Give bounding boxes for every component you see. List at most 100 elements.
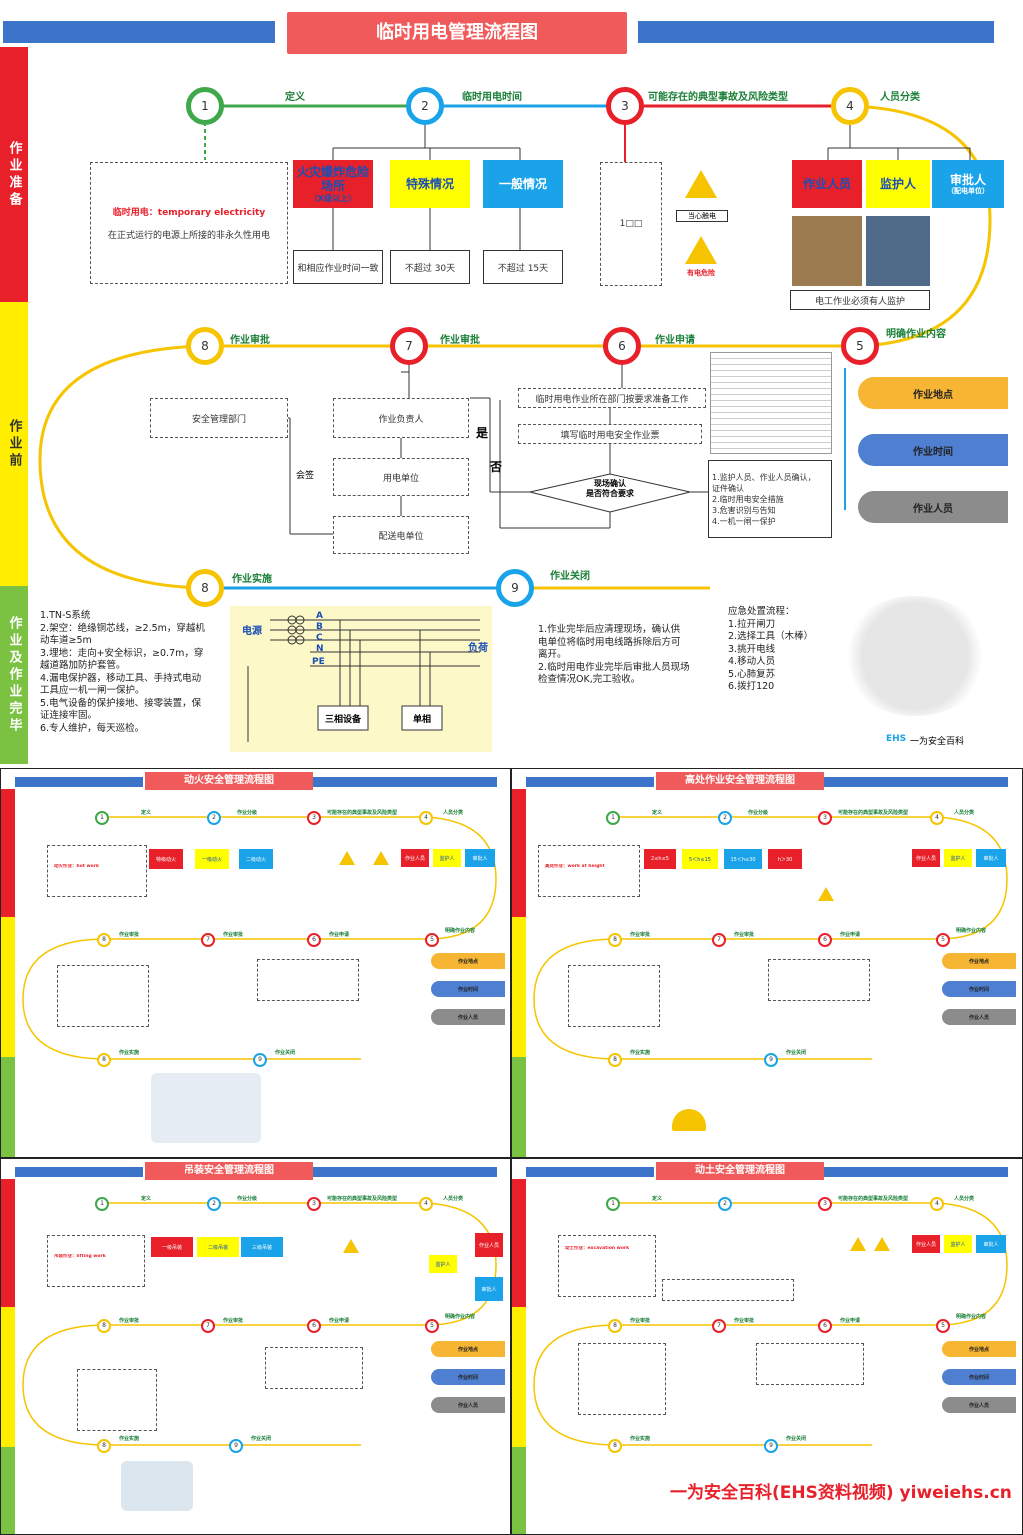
mini-step-7-label: 作业审批	[734, 932, 755, 938]
implementation-text: 1.TN-S系统 2.架空：绝缘铜芯线，≥2.5m，穿越机 动车道≥5m 3.埋…	[40, 610, 205, 734]
step-4-circle: 4	[831, 87, 869, 125]
step-1-circle: 1	[186, 87, 224, 125]
mini-item-2: 作业时间	[431, 1369, 505, 1385]
header-bar-left	[3, 21, 275, 43]
mini-definition-term: 动土作业：excavation work	[565, 1246, 630, 1251]
mini-step-8-label: 作业审批	[630, 932, 651, 938]
mini-person-1: 作业人员	[475, 1233, 503, 1257]
countersign-label: 会签	[296, 471, 315, 481]
mini-step-4-label: 人员分类	[443, 810, 464, 816]
approve-power-user: 用电单位	[333, 458, 469, 496]
emergency-text: 应急处置流程： 1.拉开闸刀 2.选择工具（木棒） 3.挑开电线 4.移动人员 …	[728, 606, 814, 693]
watermark: 一为安全百科(EHS资料视频) yiweiehs.cn	[670, 1483, 1012, 1503]
content-item-time: 作业时间	[858, 434, 1008, 466]
mini-step-9: 8	[97, 1053, 111, 1067]
approve-work-leader: 作业负责人	[333, 398, 469, 438]
apply-box-prepare: 临时用电作业所在部门按要求准备工作	[518, 388, 706, 408]
circuit-line-n: N	[316, 644, 324, 654]
mini-step-5-label: 明确作业内容	[445, 1314, 476, 1320]
person-worker: 作业人员	[792, 160, 862, 208]
mini-person-2: 监护人	[944, 849, 972, 867]
mini-step-8-label: 作业审批	[119, 932, 140, 938]
mini-person-2: 监护人	[429, 1255, 457, 1273]
mini-bar-left	[526, 777, 654, 787]
content-item-location: 作业地点	[858, 377, 1008, 409]
circuit-single-phase: 单相	[412, 715, 431, 725]
mini-step-10: 9	[764, 1439, 778, 1453]
mini-step-1-label: 定义	[652, 1196, 663, 1202]
mini-step-7: 7	[712, 933, 726, 947]
mini-person-3: 审批人	[465, 849, 495, 867]
mini-level-1: 2≤h≤5	[644, 849, 676, 869]
mini-step-5: 5	[936, 1319, 950, 1333]
mini-person-1: 作业人员	[912, 849, 940, 867]
step-8a-circle: 8	[186, 327, 224, 365]
time-box-fire-zone-label: 火灾爆炸危险场所	[296, 164, 369, 194]
mini-step-6-label: 作业申请	[840, 1318, 861, 1324]
mini-level-4: h＞30	[768, 849, 802, 869]
mini-step-5-label: 明确作业内容	[956, 928, 987, 934]
mini-item-1: 作业地点	[431, 953, 505, 969]
mini-level-2: 5＜h≤15	[682, 849, 718, 869]
panel-work-at-height: 高处作业安全管理流程图 1 定义 2 作业分级 3 可能存在的典型事故及风险类型…	[511, 768, 1023, 1158]
circuit-load-label: 负荷	[468, 643, 488, 654]
danger-electricity-icon	[685, 236, 717, 264]
mini-item-1: 作业地点	[942, 1341, 1016, 1357]
mini-item-2: 作业时间	[942, 981, 1016, 997]
time-box-fire-zone: 火灾爆炸危险场所 （X级以上）	[293, 160, 373, 208]
mini-side-red	[512, 1179, 526, 1307]
mini-step-3: 3	[307, 811, 321, 825]
persons-note: 电工作业必须有人监护	[790, 290, 930, 310]
mini-step-6: 6	[818, 1319, 832, 1333]
mini-trip-warning-icon	[874, 1237, 890, 1251]
mini-step-6: 6	[307, 933, 321, 947]
mini-step-9: 8	[97, 1439, 111, 1453]
step-5-circle: 5	[841, 327, 879, 365]
mini-side-green	[512, 1057, 526, 1157]
time-note-special: 不超过 30天	[390, 250, 470, 284]
step-2-circle: 2	[406, 87, 444, 125]
mini-side-green	[1, 1057, 15, 1157]
mini-bar-left	[15, 1167, 143, 1177]
mini-step-10-label: 作业关闭	[786, 1050, 807, 1056]
step-1-label: 定义	[285, 92, 305, 103]
mini-definition: 吊装作业：lifting work	[47, 1235, 145, 1287]
panel-title: 动土安全管理流程图	[656, 1162, 824, 1180]
mini-level-1: 特级动火	[149, 849, 183, 869]
hazard-label-2: 有电危险	[687, 269, 715, 277]
circuit-diagram: 电源 负荷 A B C N PE 三相设备 单相	[230, 606, 492, 752]
mini-person-2: 监护人	[944, 1235, 972, 1253]
mini-person-1: 作业人员	[401, 849, 429, 867]
mini-item-3: 作业人员	[431, 1397, 505, 1413]
mini-step-9-label: 作业实施	[119, 1436, 140, 1442]
mini-flow-box-2	[756, 1343, 864, 1385]
time-note-general: 不超过 15天	[483, 250, 563, 284]
panel-title: 动火安全管理流程图	[145, 772, 313, 790]
step-2-label: 临时用电时间	[462, 92, 522, 103]
ehs-logo: EHS	[886, 734, 907, 744]
mini-definition-term: 吊装作业：lifting work	[54, 1254, 106, 1259]
ehs-logo-text: 一为安全百科	[910, 737, 965, 747]
step-4-label: 人员分类	[880, 92, 920, 103]
time-box-fire-zone-sub: （X级以上）	[309, 193, 357, 203]
mini-step-9-label: 作业实施	[119, 1050, 140, 1056]
mini-step-2: 2	[207, 811, 221, 825]
mini-step-7: 7	[201, 1319, 215, 1333]
mini-flow-box-1	[57, 965, 149, 1027]
decision-diamond-label: 现场确认 是否符合要求	[586, 479, 634, 498]
mini-explosion-warning-icon	[373, 851, 389, 865]
step-3-label: 可能存在的典型事故及风险类型	[648, 92, 788, 103]
mini-step-8: 8	[608, 933, 622, 947]
mini-definition-term: 动火作业：hot work	[54, 864, 99, 869]
mini-flow-box-1	[77, 1369, 157, 1431]
mini-collapse-warning-icon	[850, 1237, 866, 1251]
mini-step-8: 8	[608, 1319, 622, 1333]
mini-step-10-label: 作业关闭	[251, 1436, 272, 1442]
mini-bar-left	[526, 1167, 654, 1177]
mini-level-2: 二级吊装	[197, 1237, 239, 1257]
mini-step-6: 6	[818, 933, 832, 947]
circuit-line-c: C	[316, 633, 323, 643]
mini-side-yellow	[512, 1307, 526, 1447]
mini-step-9-label: 作业实施	[630, 1436, 651, 1442]
mini-step-10-label: 作业关闭	[786, 1436, 807, 1442]
